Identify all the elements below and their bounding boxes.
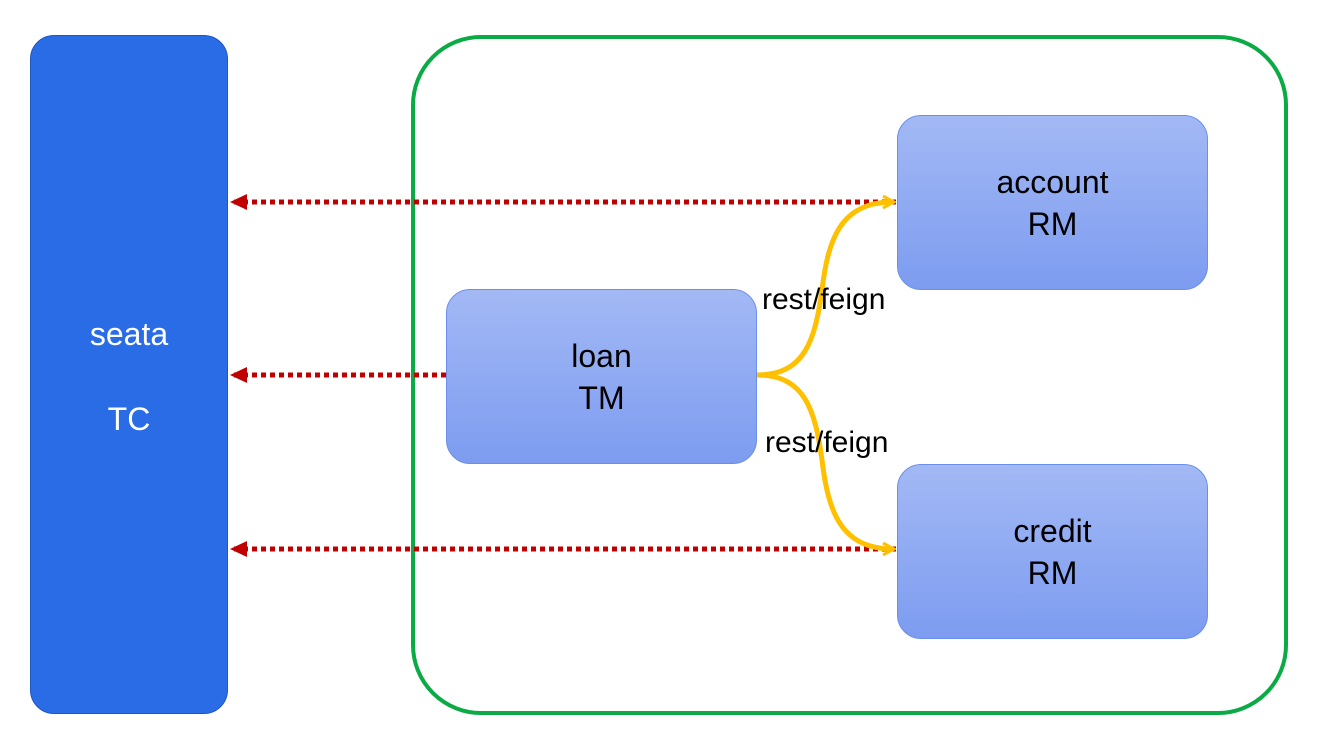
credit-name-label: credit [1013, 512, 1092, 549]
seata-tc-node: seata TC [30, 35, 228, 714]
tc-role-label: TC [107, 401, 151, 437]
loan-register-arrowhead [230, 367, 247, 383]
account-role-label: RM [1027, 205, 1078, 242]
loan-service-node: loan TM [446, 289, 757, 464]
account-register-arrowhead [230, 194, 247, 210]
credit-service-node: credit RM [897, 464, 1208, 639]
account-name-label: account [996, 163, 1109, 200]
account-call-label: rest/feign [762, 283, 886, 316]
credit-register-arrowhead [230, 541, 247, 557]
credit-role-label: RM [1027, 554, 1078, 591]
loan-name-label: loan [571, 337, 632, 374]
loan-role-label: TM [578, 379, 625, 416]
account-service-node: account RM [897, 115, 1208, 290]
credit-call-label: rest/feign [765, 426, 889, 459]
tc-name-label: seata [89, 316, 169, 352]
